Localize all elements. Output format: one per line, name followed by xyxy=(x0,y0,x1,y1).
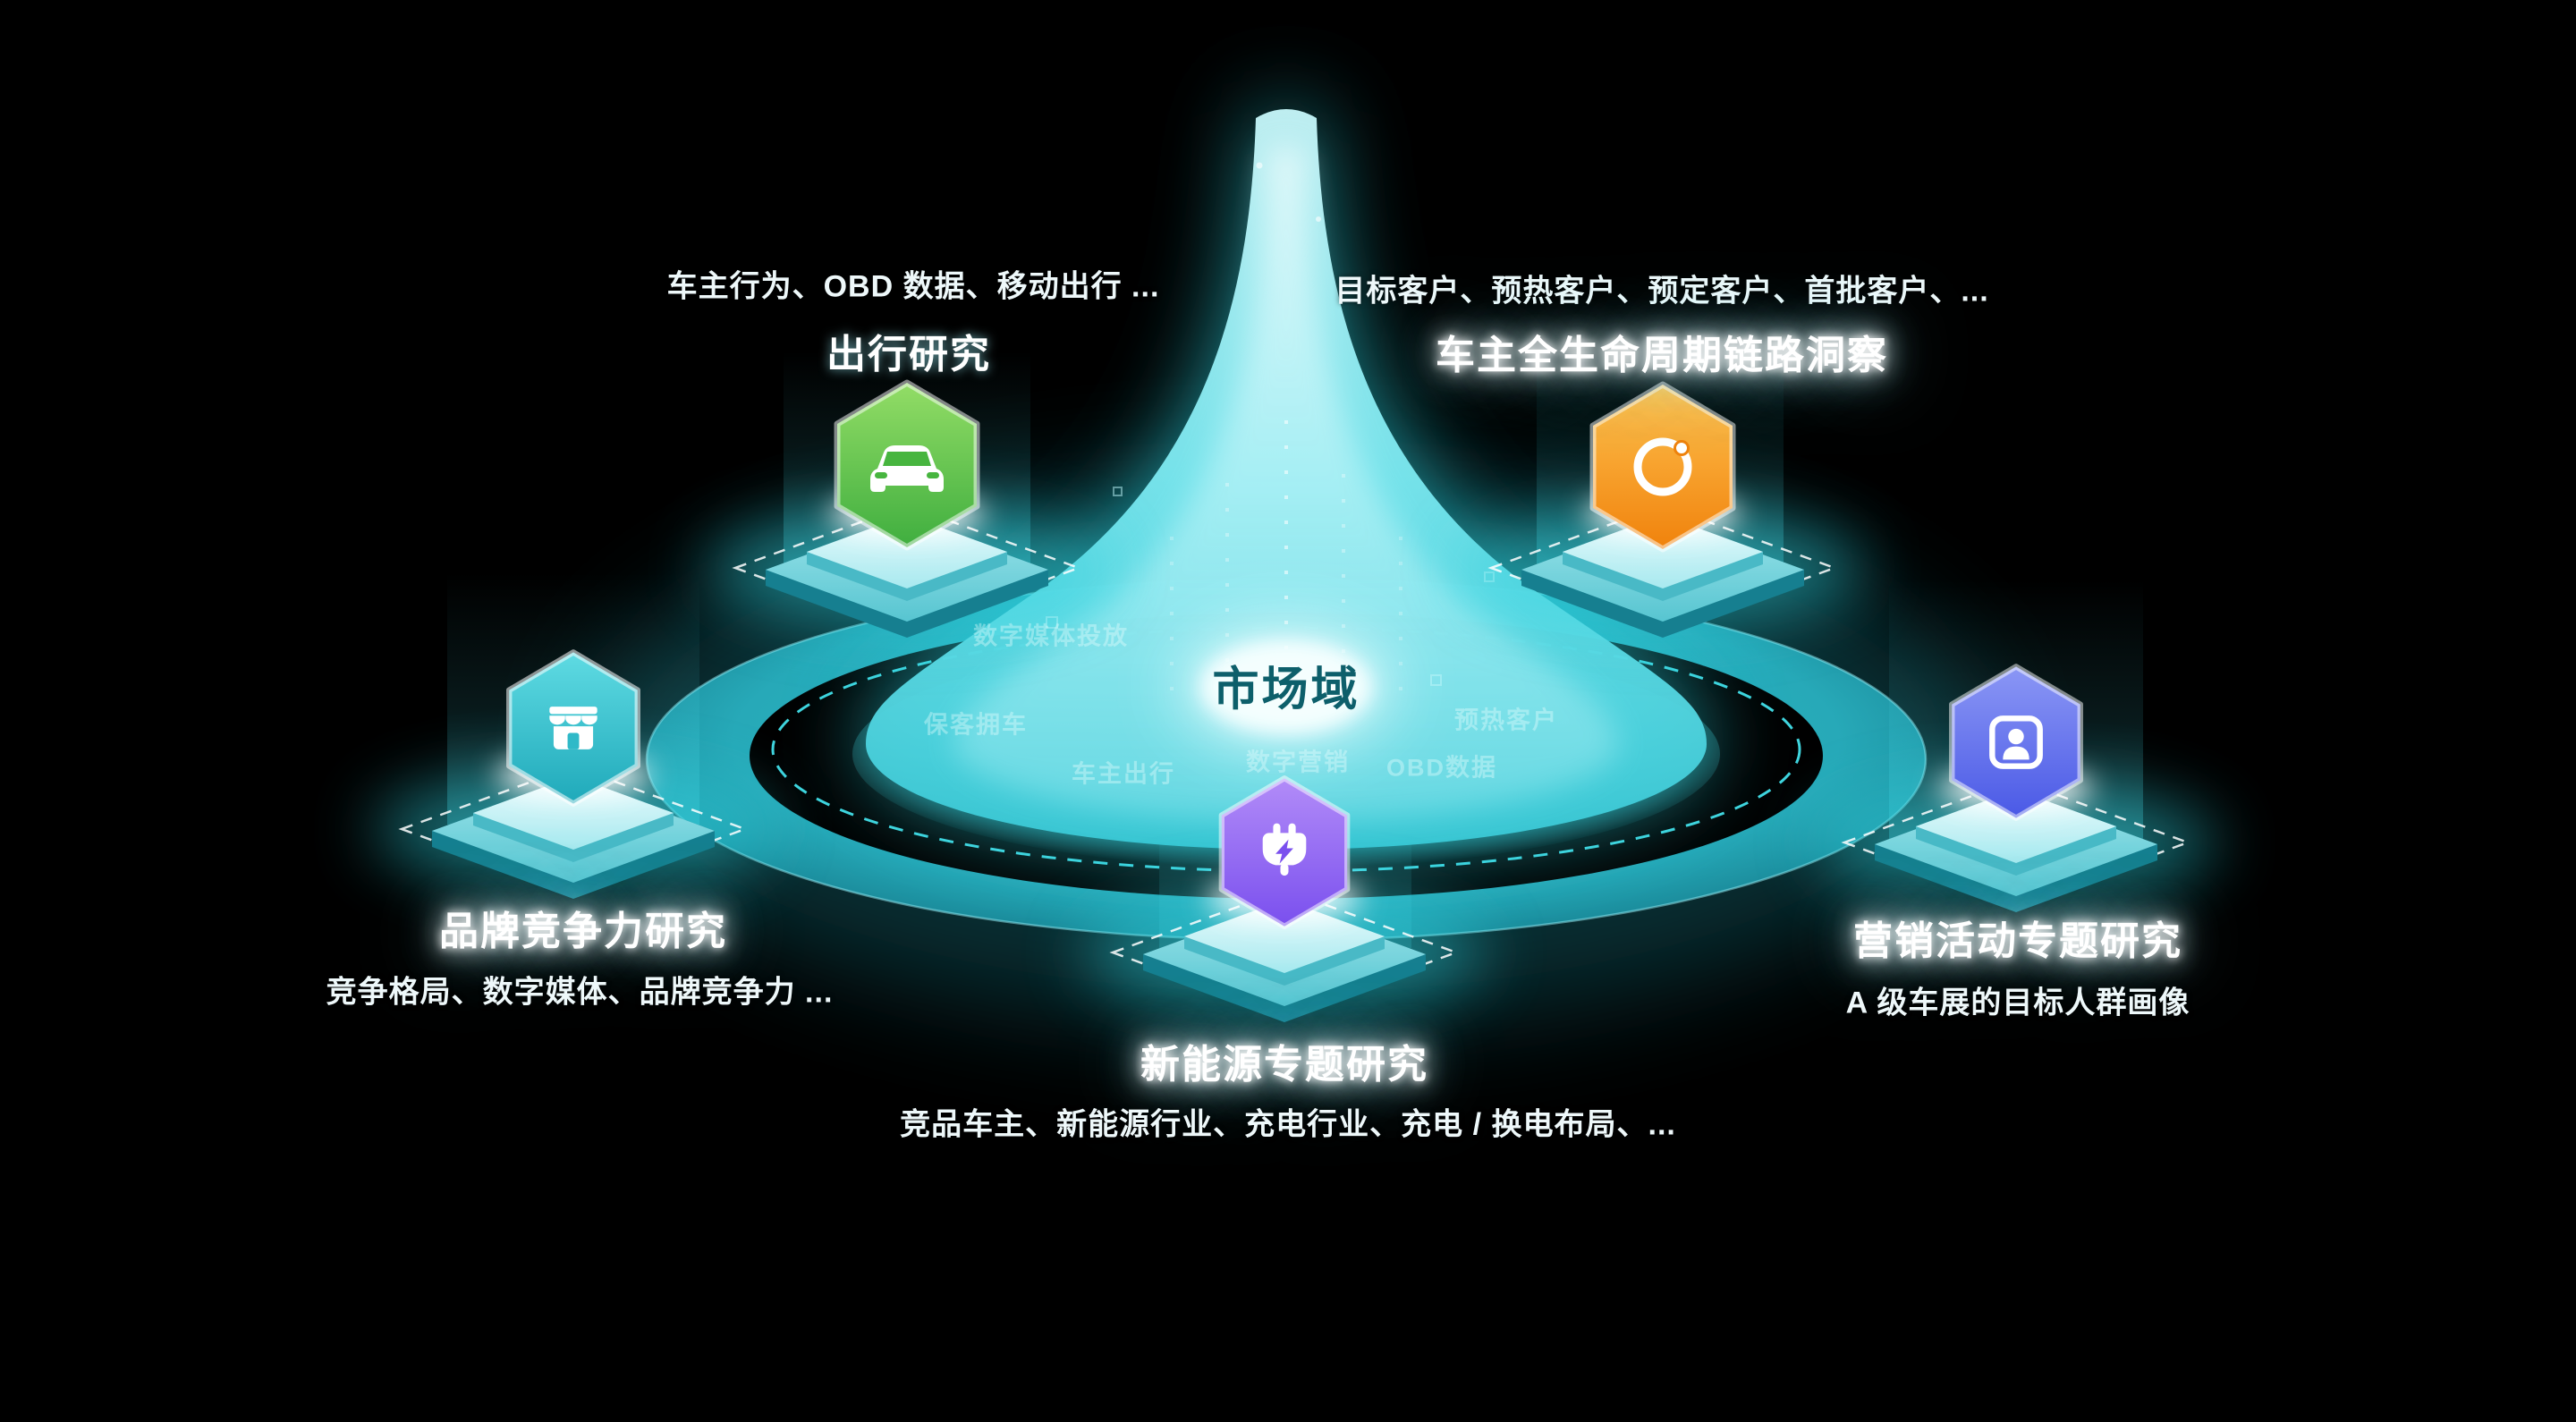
funnel xyxy=(866,109,1707,850)
node-travel-research-title: 出行研究 xyxy=(826,333,991,377)
node-marketing-campaign-desc: A 级车展的目标人群画像 xyxy=(1845,986,2190,1020)
node-brand-competition-desc: 竞争格局、数字媒体、品牌竞争力 ... xyxy=(326,975,834,1010)
watermark-label: 数字媒体投放 xyxy=(973,622,1129,650)
node-new-energy-title: 新能源专题研究 xyxy=(1140,1043,1428,1087)
market-domain-label: 市场域 xyxy=(1212,664,1360,716)
orbit-icon xyxy=(1633,437,1692,496)
node-customer-lifecycle-title: 车主全生命周期链路洞察 xyxy=(1436,334,1888,377)
watermark-label: OBD数据 xyxy=(1386,754,1497,782)
watermark-label: 预热客户 xyxy=(1454,707,1558,734)
hex-travel-research xyxy=(834,379,980,551)
particle-dots xyxy=(1256,162,1321,222)
charging-plug-icon xyxy=(1262,823,1307,876)
node-customer-lifecycle-desc: 目标客户、预热客户、预定客户、首批客户、... xyxy=(1335,274,1989,309)
platform-new-energy xyxy=(1083,877,1486,1022)
hex-customer-lifecycle xyxy=(1589,381,1736,553)
platform-travel-research xyxy=(706,493,1108,638)
platform-brand-competition xyxy=(372,754,775,899)
watermark-label: 数字营销 xyxy=(1246,749,1350,776)
hex-brand-competition xyxy=(506,649,640,807)
platform-customer-lifecycle xyxy=(1462,493,1864,638)
center-plate xyxy=(1181,628,1392,746)
platform-marketing-campaign xyxy=(1815,767,2217,912)
watermark-label: 车主出行 xyxy=(1072,760,1175,788)
node-new-energy-desc: 竞品车主、新能源行业、充电行业、充电 / 换电布局、... xyxy=(900,1107,1676,1142)
storefront-icon xyxy=(549,707,597,749)
node-travel-research-desc: 车主行为、OBD 数据、移动出行 ... xyxy=(666,269,1160,304)
car-icon xyxy=(870,445,944,492)
node-marketing-campaign-title: 营销活动专题研究 xyxy=(1853,919,2182,963)
node-brand-competition-title: 品牌竞争力研究 xyxy=(439,910,727,953)
hex-new-energy xyxy=(1218,775,1351,929)
hex-marketing-campaign xyxy=(1949,664,2083,821)
user-icon xyxy=(1989,715,2043,769)
watermark-label: 保客拥车 xyxy=(924,711,1028,739)
